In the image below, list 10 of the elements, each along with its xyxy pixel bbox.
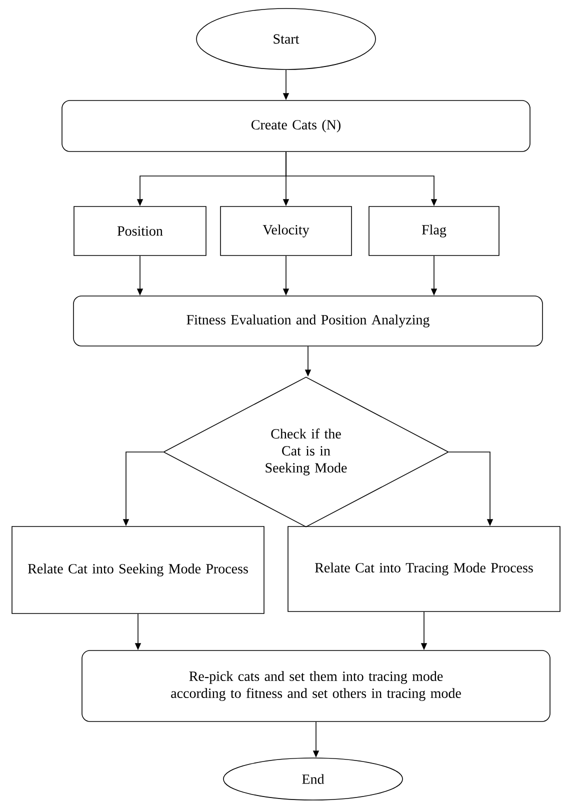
process-box: Position: [74, 206, 206, 256]
end-oval: End: [223, 758, 403, 800]
process-box: Fitness Evaluation and Position Analyzing: [73, 296, 543, 346]
process-box: Velocity: [220, 206, 352, 256]
process-box: Re-pick cats and set them into tracing mode according to fitness and set others in tracing mode: [82, 650, 550, 722]
process-box: Relate Cat into Seeking Mode Process: [12, 526, 264, 614]
start-oval: Start: [196, 8, 376, 70]
process-box: Create Cats (N): [62, 100, 530, 152]
process-box: Relate Cat into Tracing Mode Process: [288, 526, 560, 612]
process-box: Flag: [368, 206, 500, 256]
